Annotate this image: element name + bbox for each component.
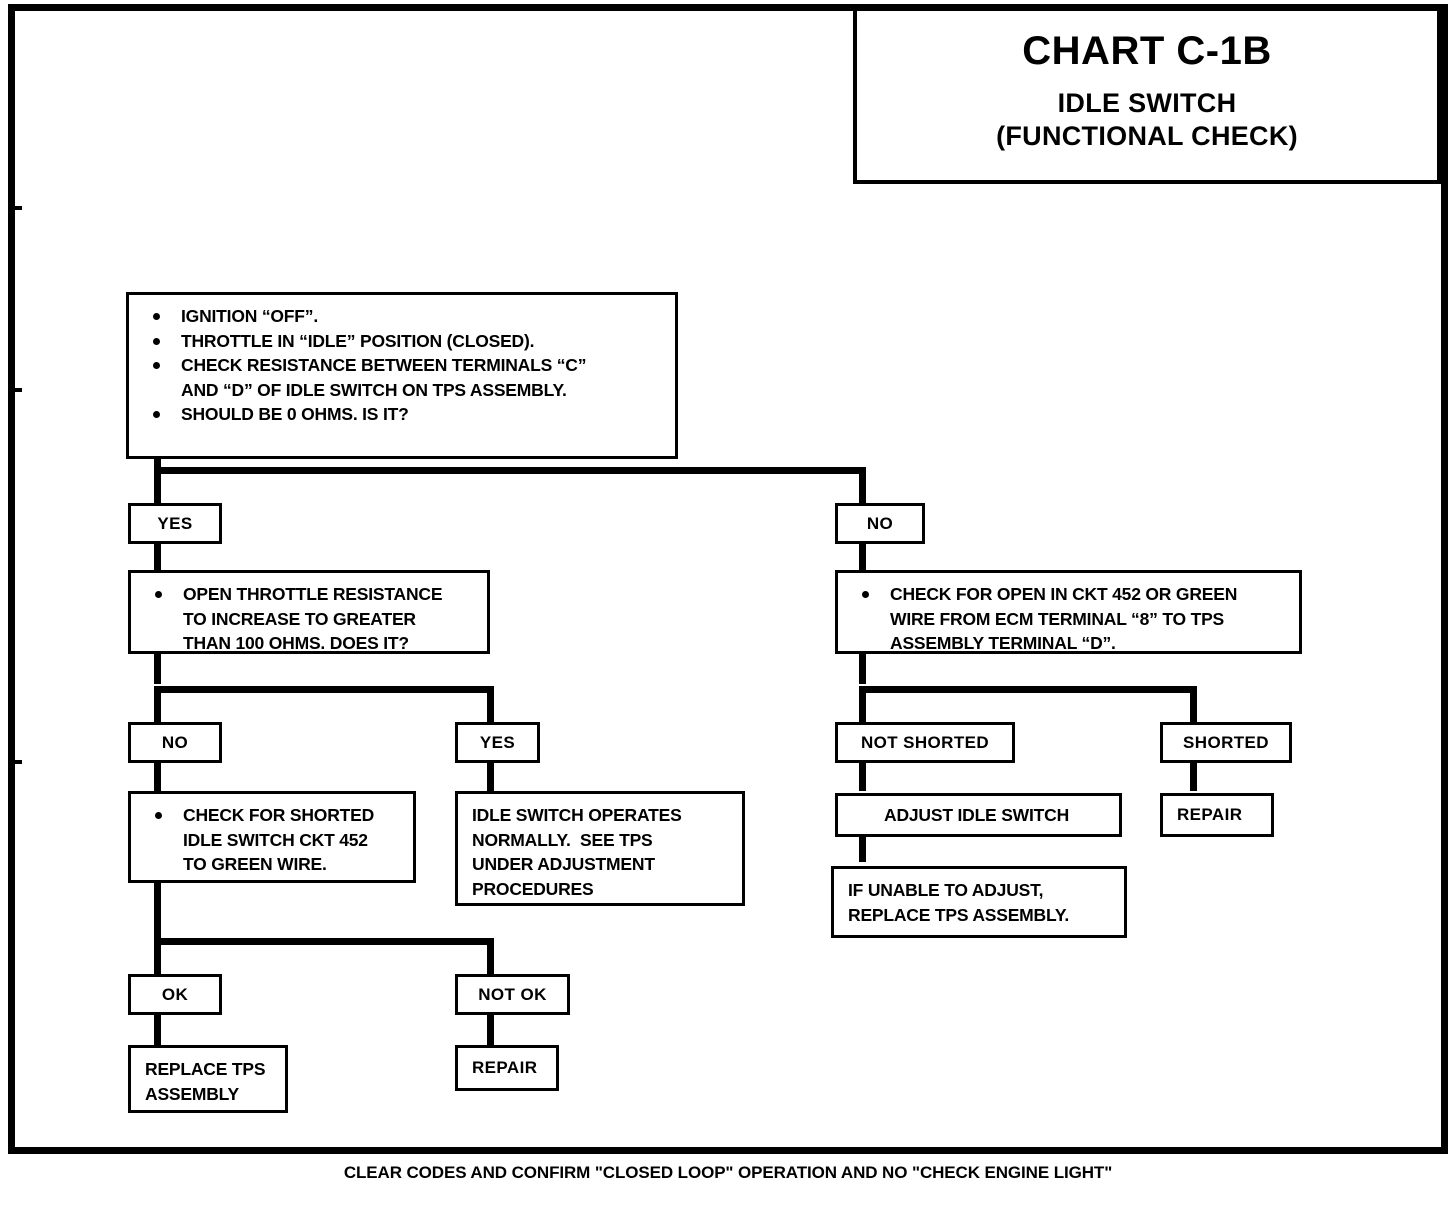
connector-ok-down xyxy=(154,1015,161,1045)
list-item: OPEN THROTTLE RESISTANCE xyxy=(143,582,477,607)
if-unable-to-adjust-box: IF UNABLE TO ADJUST, REPLACE TPS ASSEMBL… xyxy=(831,866,1127,938)
text-line: UNDER ADJUSTMENT xyxy=(472,854,655,874)
connector-split-bar-2 xyxy=(154,686,494,693)
bullet-dot-icon xyxy=(155,591,162,598)
text-line: IF UNABLE TO ADJUST, xyxy=(848,880,1044,900)
connector-to-yes-1 xyxy=(154,467,161,505)
connector-no1-down xyxy=(859,544,866,571)
branch-label-not-ok: NOT OK xyxy=(455,974,570,1015)
chart-subject-heading: IDLE SWITCH xyxy=(1057,88,1237,118)
list-item: IGNITION “OFF”. xyxy=(141,304,665,329)
connector-to-shorted xyxy=(1190,686,1197,724)
text-line: REPLACE TPS ASSEMBLY. xyxy=(848,904,1070,925)
list-item: CHECK FOR SHORTED xyxy=(143,803,403,828)
branch-label-yes-1: YES xyxy=(128,503,222,544)
margin-tick-upper xyxy=(13,206,22,210)
bullet-dot-icon xyxy=(155,812,162,819)
page-border-left xyxy=(8,4,15,1154)
connector-notshorted-down xyxy=(859,763,866,791)
connector-checkopen-down xyxy=(859,654,866,684)
connector-to-notok xyxy=(487,938,494,976)
chart-title-block: CHART C-1B IDLE SWITCH (FUNCTIONAL CHECK… xyxy=(853,4,1441,184)
text-line: ASSEMBLY xyxy=(145,1083,240,1104)
text-line: PROCEDURES xyxy=(472,878,594,899)
connector-split-bar-4 xyxy=(154,938,494,945)
open-throttle-bullet-list: OPEN THROTTLE RESISTANCE TO INCREASE TO … xyxy=(143,582,477,656)
list-item-continuation: ASSEMBLY TERMINAL “D”. xyxy=(890,633,1116,653)
connector-yes2-down xyxy=(487,763,494,791)
connector-checkshorted-down xyxy=(154,883,161,938)
page-border-bottom xyxy=(8,1147,1448,1154)
bullet-dot-icon xyxy=(153,411,160,418)
adjust-idle-switch-box: ADJUST IDLE SWITCH xyxy=(835,793,1122,837)
list-item: CHECK RESISTANCE BETWEEN TERMINALS “C” xyxy=(141,353,665,378)
branch-label-shorted: SHORTED xyxy=(1160,722,1292,763)
list-item-continuation: TO GREEN WIRE. xyxy=(183,854,327,874)
footer-note: CLEAR CODES AND CONFIRM "CLOSED LOOP" OP… xyxy=(343,1163,1113,1182)
start-bullet-list: IGNITION “OFF”. THROTTLE IN “IDLE” POSIT… xyxy=(141,304,665,427)
connector-split-bar-1 xyxy=(154,467,866,474)
list-item-continuation: IDLE SWITCH CKT 452 xyxy=(183,829,368,850)
list-item-continuation: WIRE FROM ECM TERMINAL “8” TO TPS xyxy=(890,608,1225,629)
branch-label-no-2: NO xyxy=(128,722,222,763)
open-throttle-resistance-box: OPEN THROTTLE RESISTANCE TO INCREASE TO … xyxy=(128,570,490,654)
connector-adjust-down xyxy=(859,837,866,862)
repair-not-ok-box: REPAIR xyxy=(455,1045,559,1091)
check-shorted-bullet-list: CHECK FOR SHORTED IDLE SWITCH CKT 452 TO… xyxy=(143,803,403,877)
page-border-top xyxy=(8,4,853,11)
replace-tps-assembly-box: REPLACE TPS ASSEMBLY xyxy=(128,1045,288,1113)
idle-switch-operates-normally-box: IDLE SWITCH OPERATES NORMALLY. SEE TPS U… xyxy=(455,791,745,906)
branch-label-no-1: NO xyxy=(835,503,925,544)
text-line: IDLE SWITCH OPERATES xyxy=(472,805,682,825)
margin-tick-lower xyxy=(13,760,22,764)
list-item: CHECK FOR OPEN IN CKT 452 OR GREEN xyxy=(850,582,1289,607)
connector-notok-down xyxy=(487,1015,494,1045)
list-item-continuation: AND “D” OF IDLE SWITCH ON TPS ASSEMBLY. xyxy=(181,379,567,400)
bullet-dot-icon xyxy=(153,362,160,369)
connector-openthrottle-down xyxy=(154,654,161,684)
adjust-idle-switch-label: ADJUST IDLE SWITCH xyxy=(884,804,1070,825)
check-shorted-idle-switch-box: CHECK FOR SHORTED IDLE SWITCH CKT 452 TO… xyxy=(128,791,416,883)
connector-shorted-down xyxy=(1190,763,1197,791)
bullet-dot-icon xyxy=(153,337,160,345)
repair-shorted-box: REPAIR xyxy=(1160,793,1274,837)
check-open-ckt452-box: CHECK FOR OPEN IN CKT 452 OR GREEN WIRE … xyxy=(835,570,1302,654)
branch-label-ok: OK xyxy=(128,974,222,1015)
list-item: THROTTLE IN “IDLE” POSITION (CLOSED). xyxy=(141,329,665,354)
chart-id-heading: CHART C-1B xyxy=(1022,29,1272,73)
branch-label-not-shorted: NOT SHORTED xyxy=(835,722,1015,763)
connector-yes1-down xyxy=(154,544,161,571)
margin-tick-mid xyxy=(13,388,22,392)
list-item-continuation: THAN 100 OHMS. DOES IT? xyxy=(183,633,409,653)
connector-to-notshorted xyxy=(859,686,866,724)
page-border-right xyxy=(1441,4,1448,1154)
bullet-dot-icon xyxy=(862,591,869,598)
text-line: REPLACE TPS xyxy=(145,1059,266,1079)
connector-to-no-1 xyxy=(859,467,866,505)
text-line: NORMALLY. SEE TPS xyxy=(472,829,653,850)
list-item: SHOULD BE 0 OHMS. IS IT? xyxy=(141,402,665,427)
list-item-continuation: TO INCREASE TO GREATER xyxy=(183,608,416,629)
connector-to-ok xyxy=(154,938,161,976)
bullet-dot-icon xyxy=(153,313,160,320)
connector-split-bar-3 xyxy=(859,686,1197,693)
connector-to-no-2 xyxy=(154,686,161,724)
branch-label-yes-2: YES xyxy=(455,722,540,763)
chart-qualifier: (FUNCTIONAL CHECK) xyxy=(996,121,1298,151)
connector-to-yes-2 xyxy=(487,686,494,724)
check-open-bullet-list: CHECK FOR OPEN IN CKT 452 OR GREEN WIRE … xyxy=(850,582,1289,656)
connector-no2-down xyxy=(154,763,161,791)
start-conditions-box: IGNITION “OFF”. THROTTLE IN “IDLE” POSIT… xyxy=(126,292,678,459)
